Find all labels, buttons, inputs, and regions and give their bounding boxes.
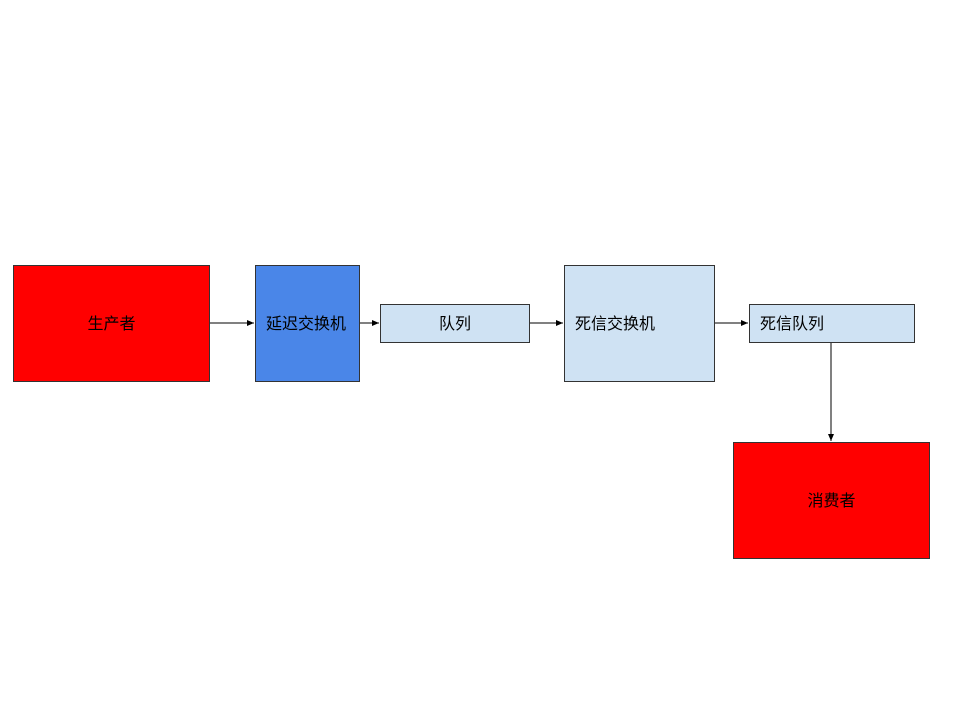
- consumer-label: 消费者: [807, 490, 856, 510]
- producer-label: 生产者: [87, 313, 136, 333]
- producer-node: 生产者: [13, 265, 210, 382]
- consumer-node: 消费者: [733, 442, 930, 559]
- queue-label: 队列: [438, 313, 471, 333]
- dead-letter-queue-label: 死信队列: [760, 313, 825, 333]
- delay-exchange-node: 延迟交换机: [255, 265, 360, 382]
- delay-exchange-label: 延迟交换机: [266, 313, 347, 333]
- queue-node: 队列: [380, 304, 530, 343]
- dead-letter-queue-node: 死信队列: [749, 304, 915, 343]
- dead-letter-exchange-label: 死信交换机: [575, 313, 656, 333]
- dead-letter-exchange-node: 死信交换机: [564, 265, 715, 382]
